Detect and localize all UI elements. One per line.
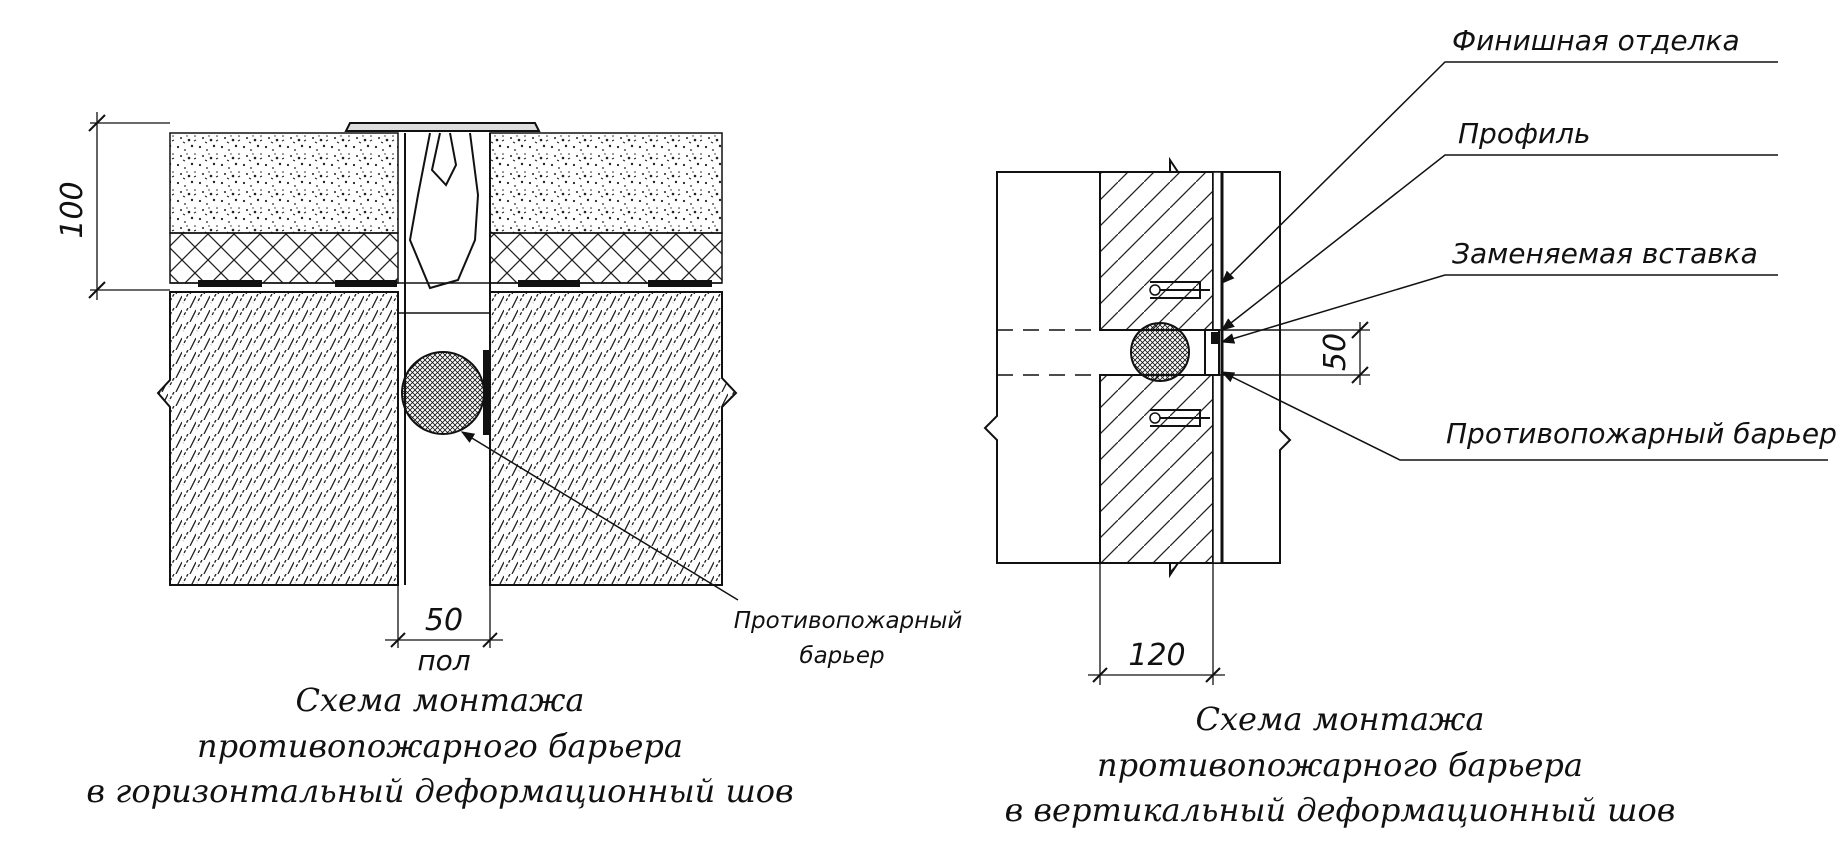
left-screed-layer (169, 132, 399, 234)
floor-cover-plate (344, 122, 541, 132)
left-insulation-layer (169, 232, 399, 284)
leader-barrier-right (1220, 371, 1828, 461)
dim-width-120: 120 (1128, 638, 1185, 673)
wall-upper-hatched (1099, 156, 1214, 331)
horizontal-joint-figure: 100 50 пол Противопожарный барьер Схема … (55, 112, 962, 810)
caption-left-line2: противопожарного барьера (197, 727, 683, 765)
left-slab-concrete (156, 291, 399, 586)
leader-profile (1220, 154, 1778, 331)
dim-height-100: 100 (55, 181, 90, 238)
caption-right-line1: Схема монтажа (1196, 700, 1485, 738)
dim-gap-50-left: 50 (425, 603, 463, 638)
right-insulation-layer (489, 232, 723, 284)
callout-insert: Заменяемая вставка (1452, 237, 1758, 270)
fire-barrier-cord (401, 351, 485, 435)
dim-gap-50-right: 50 (1318, 333, 1353, 371)
leader-insert (1220, 274, 1778, 344)
callout-barrier-right: Противопожарный барьер (1446, 417, 1837, 450)
wall-lower-hatched (1099, 374, 1214, 579)
callout-finish: Финишная отделка (1452, 24, 1740, 57)
floor-profile-insert (408, 132, 480, 290)
callout-fire-barrier-left-line2: барьер (799, 643, 884, 669)
caption-right-line3: в вертикальный деформационный шов (1005, 791, 1676, 829)
right-slab-concrete (489, 291, 738, 586)
dim-note-floor: пол (417, 644, 470, 677)
callout-profile: Профиль (1458, 117, 1591, 150)
vertical-joint-figure: 50 120 Финишная отделка Профиль Заменяем… (983, 24, 1837, 829)
callout-fire-barrier-left-line1: Противопожарный (734, 608, 963, 634)
leader-finish (1221, 61, 1778, 284)
caption-left-line3: в горизонтальный деформационный шов (86, 772, 793, 810)
right-screed-layer (489, 132, 723, 234)
caption-left-line1: Схема монтажа (296, 681, 585, 719)
replaceable-insert (1211, 332, 1219, 344)
caption-right-line2: противопожарного барьера (1097, 746, 1583, 784)
fire-barrier-cord-right (1130, 322, 1190, 382)
outer-wall-outline (983, 171, 1292, 564)
